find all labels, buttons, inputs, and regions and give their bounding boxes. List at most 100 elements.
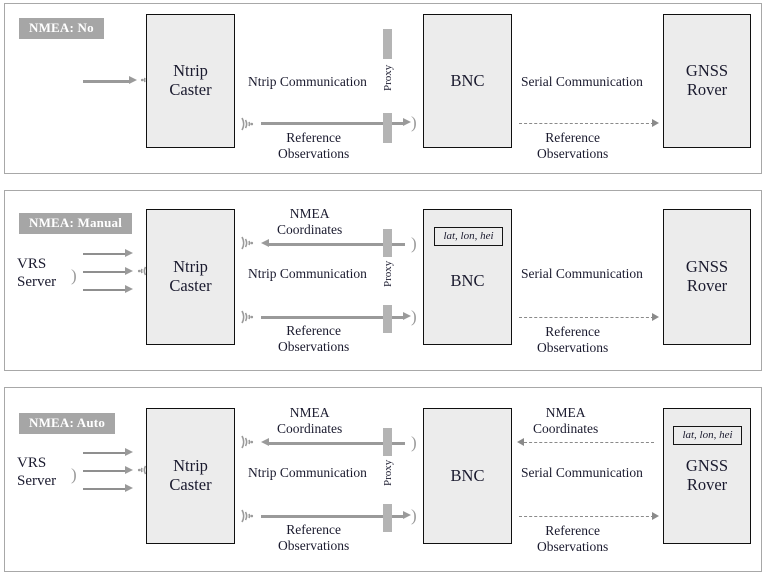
label-line2: Coordinates — [277, 421, 343, 437]
reference-observations-arrowhead — [403, 511, 411, 519]
vrs-stream-line — [83, 253, 127, 255]
reference-observations-line — [261, 122, 405, 125]
node-ntrip-caster: Ntrip Caster — [146, 408, 235, 544]
label-reference-observations: Reference Observations — [278, 130, 349, 162]
antenna-icon: ) — [411, 307, 417, 326]
coordinate-chip: lat, lon, hei — [434, 227, 503, 247]
reference-observations-arrowhead — [403, 118, 411, 126]
label-line1: NMEA — [289, 405, 330, 420]
proxy-element: Proxy — [382, 428, 394, 532]
stream-line-in — [83, 80, 131, 83]
nmea-mode-badge: NMEA: Manual — [19, 213, 133, 235]
label-line1: Reference — [286, 323, 341, 338]
label-serial-communication: Serial Communication — [521, 266, 643, 281]
node-vrs-server: VRS Server — [17, 454, 56, 490]
label-line1: Reference — [545, 324, 600, 339]
vrs-stream-line — [83, 470, 127, 472]
label-serial-communication: Serial Communication — [521, 74, 643, 89]
vrs-stream-line — [83, 488, 127, 490]
node-bnc: lat, lon, hei BNC — [423, 209, 512, 345]
antenna-icon: ) — [71, 266, 77, 285]
proxy-label: Proxy — [382, 64, 394, 91]
nmea-coordinates-arrowhead — [517, 438, 524, 446]
node-gnss-rover: GNSS Rover — [663, 14, 751, 148]
node-label-line1: GNSS — [685, 61, 729, 81]
label-line2: Observations — [537, 146, 609, 162]
node-label-line1: Ntrip — [173, 456, 208, 476]
node-label-line1: Ntrip — [173, 257, 208, 277]
node-label-line2: Server — [17, 274, 57, 290]
nmea-mode-badge: NMEA: Auto — [19, 413, 116, 435]
stream-arrowhead-in — [129, 76, 137, 84]
proxy-bar-top — [383, 428, 392, 456]
nmea-coordinates-line — [268, 442, 405, 445]
label-reference-observations: Reference Observations — [278, 323, 349, 355]
node-bnc: BNC — [423, 14, 512, 148]
serial-reference-observations-line — [519, 317, 654, 318]
reference-observations-arrowhead — [403, 312, 411, 320]
node-label-line1: BNC — [450, 70, 485, 90]
label-ntrip-communication: Ntrip Communication — [248, 74, 367, 89]
node-label-line2: Caster — [169, 475, 212, 494]
node-label-line1: BNC — [450, 465, 485, 485]
node-ntrip-caster: Ntrip Caster — [146, 14, 235, 148]
proxy-element: Proxy — [382, 229, 394, 333]
vrs-stream-line — [83, 271, 127, 273]
node-label-line2: Rover — [686, 276, 728, 295]
label-line2: Coordinates — [277, 222, 343, 238]
label-line2: Coordinates — [533, 421, 599, 437]
serial-reference-observations-arrowhead — [652, 119, 659, 127]
label-line1: Reference — [286, 130, 341, 145]
coordinate-chip: lat, lon, hei — [673, 426, 742, 446]
label-reference-observations: Reference Observations — [537, 130, 608, 162]
nmea-coordinates-line — [268, 243, 405, 246]
node-label-line1: GNSS — [685, 257, 729, 277]
wifi-icon — [239, 506, 256, 526]
node-label-line1: Ntrip — [173, 61, 208, 81]
panel-nmea-auto: NMEA: Auto VRS Server ) — [4, 387, 762, 572]
nmea-coordinates-line — [524, 442, 654, 443]
proxy-bar-bottom — [383, 113, 392, 143]
node-label-line1: VRS — [17, 455, 47, 471]
label-line2: Observations — [537, 539, 609, 555]
label-nmea-coordinates: NMEA Coordinates — [277, 405, 342, 437]
panel-nmea-no: NMEA: No Ntrip Caster — [4, 3, 762, 174]
label-serial-communication: Serial Communication — [521, 465, 643, 480]
label-line2: Observations — [278, 538, 350, 554]
label-line2: Observations — [278, 339, 350, 355]
label-ntrip-communication: Ntrip Communication — [248, 266, 367, 281]
node-label-line1: GNSS — [685, 456, 729, 475]
label-line1: Reference — [286, 522, 341, 537]
nmea-coordinates-arrowhead — [261, 239, 269, 247]
proxy-bar-top — [383, 229, 392, 257]
serial-reference-observations-line — [519, 123, 654, 124]
proxy-element: Proxy — [382, 29, 394, 144]
node-bnc: BNC — [423, 408, 512, 544]
wifi-icon — [239, 432, 256, 452]
node-label-line2: Caster — [169, 80, 212, 99]
reference-observations-line — [261, 316, 405, 319]
antenna-icon: ) — [71, 465, 77, 484]
wifi-icon — [239, 233, 256, 253]
label-line1: NMEA — [545, 405, 586, 420]
antenna-icon: ) — [411, 113, 417, 132]
vrs-stream-arrowhead — [125, 484, 133, 492]
label-ntrip-communication: Ntrip Communication — [248, 465, 367, 480]
label-line1: Reference — [545, 523, 600, 538]
proxy-bar-top — [383, 29, 392, 59]
node-gnss-rover: GNSS Rover — [663, 209, 751, 345]
vrs-stream-arrowhead — [125, 267, 133, 275]
vrs-stream-arrowhead — [125, 466, 133, 474]
vrs-stream-line — [83, 452, 127, 454]
label-line2: Observations — [278, 146, 350, 162]
vrs-stream-arrowhead — [125, 249, 133, 257]
vrs-stream-arrowhead — [125, 448, 133, 456]
node-label-line2: Rover — [686, 80, 728, 99]
label-line1: NMEA — [289, 206, 330, 221]
reference-observations-line — [261, 515, 405, 518]
nmea-mode-badge: NMEA: No — [19, 18, 104, 40]
antenna-icon: ) — [411, 433, 417, 452]
serial-reference-observations-line — [519, 516, 654, 517]
label-reference-observations: Reference Observations — [537, 324, 608, 356]
